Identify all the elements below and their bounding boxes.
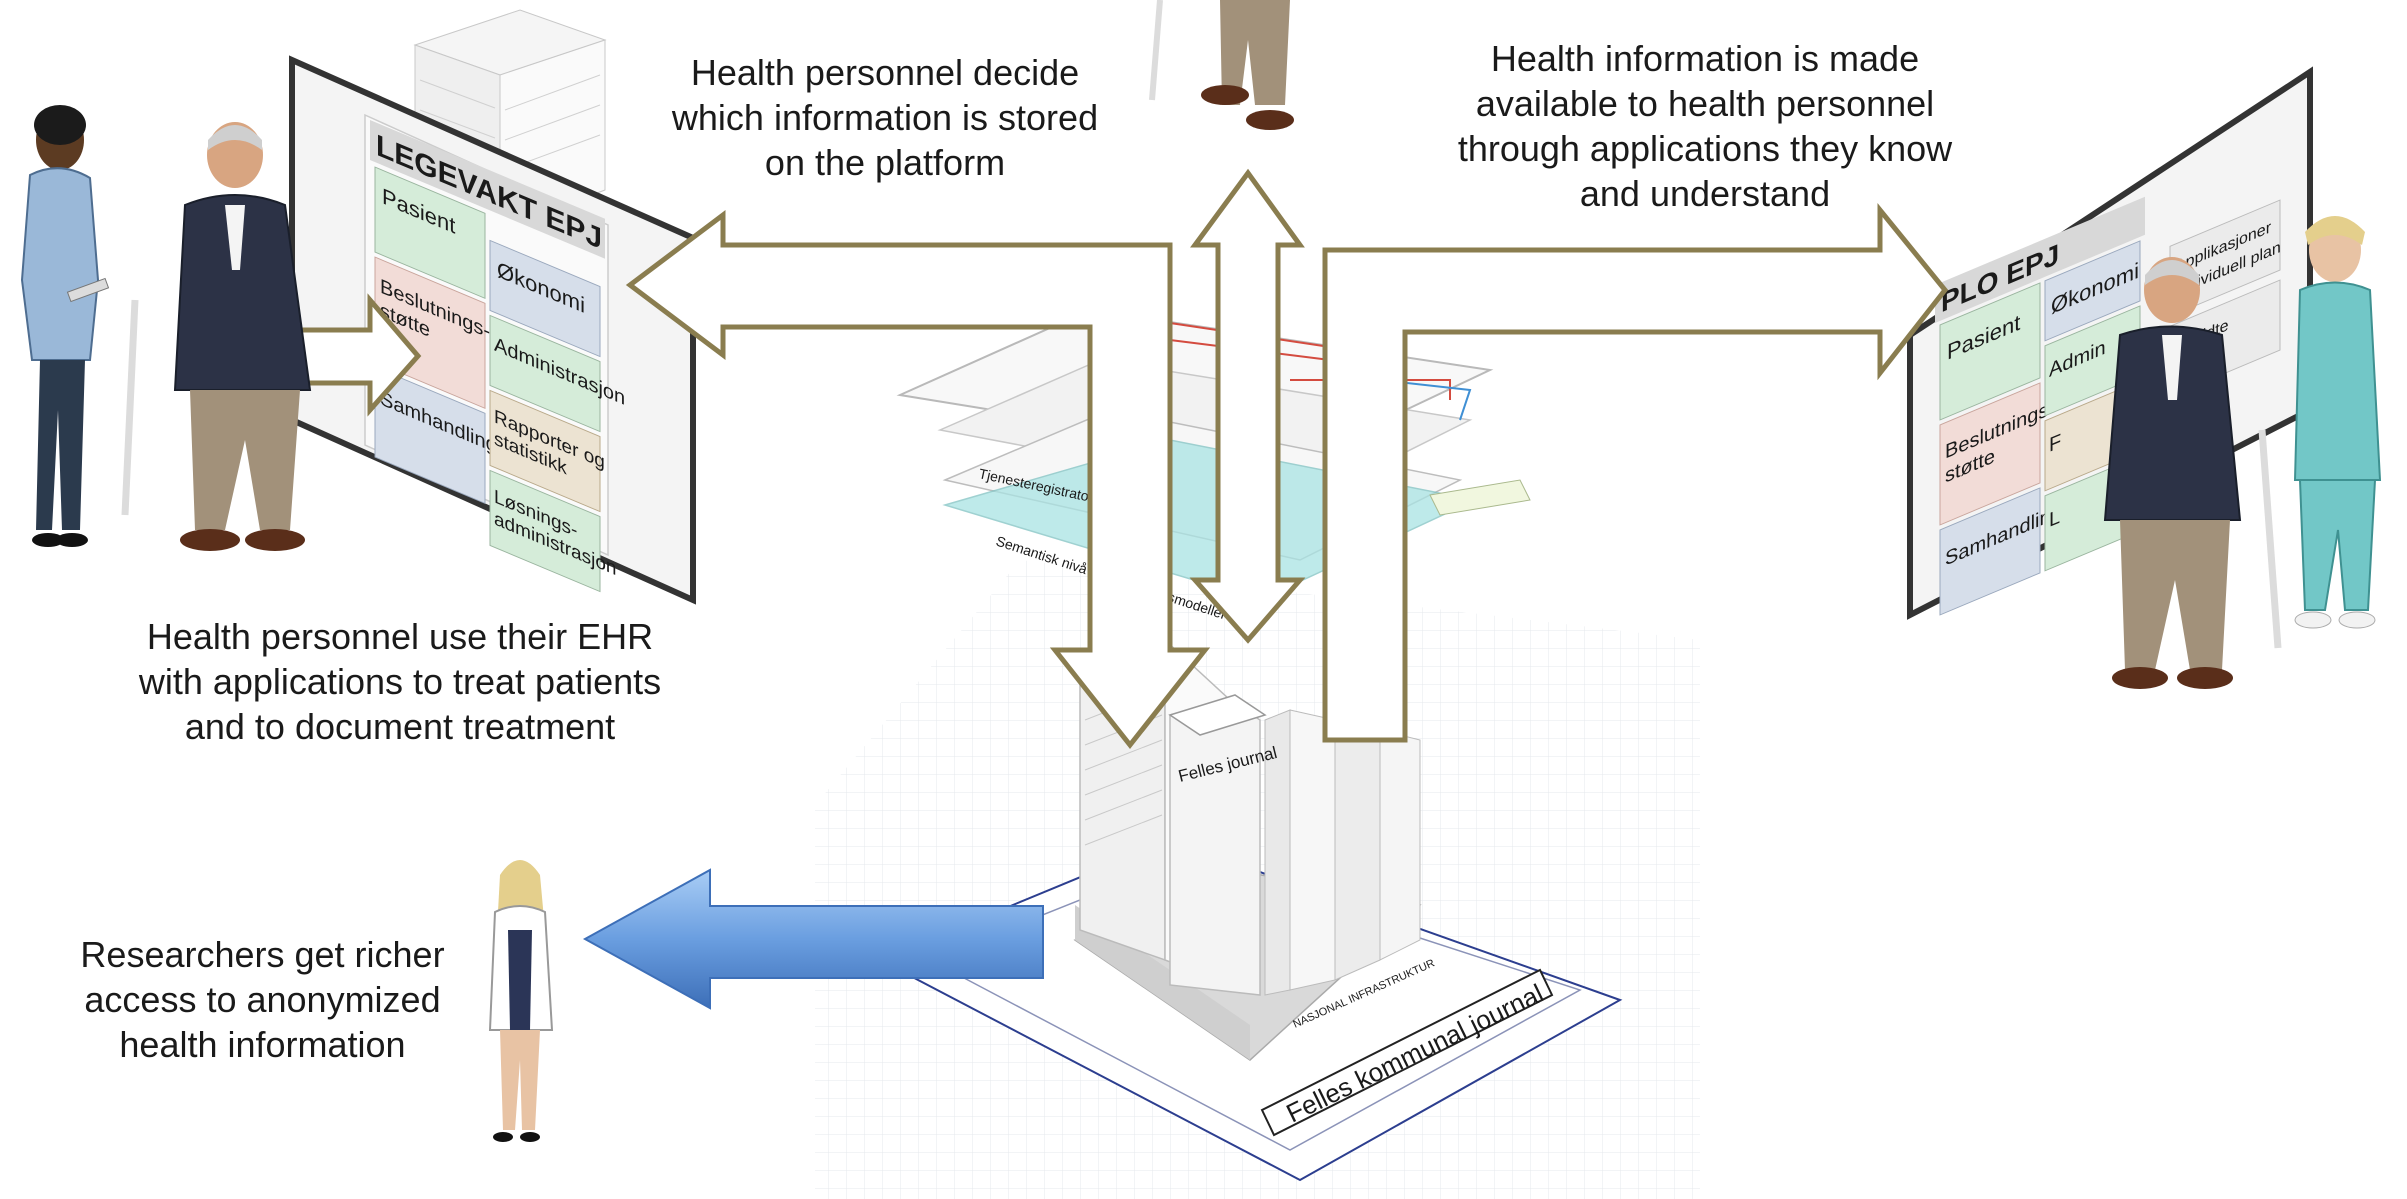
nurse-figure: [20, 105, 110, 547]
plo-epj-board: PLO EPJ Pasient Økonomi Beslutnings- stø…: [1907, 66, 2313, 620]
right-tile-f: F: [2049, 430, 2061, 457]
server-column: Felles journal NASJONAL INFRASTRUKTUR: [1073, 638, 1437, 1061]
nurse-figure-right: [2293, 216, 2382, 629]
caption-stored-line-3: on the platform: [764, 142, 1006, 183]
caption-available-line-4: and understand: [1579, 173, 1831, 214]
caption-research-line-2: access to anonymized: [84, 979, 441, 1020]
caption-stored-line-1: Health personnel decide: [690, 52, 1080, 93]
elderly-man-right: [2103, 257, 2282, 689]
caption-research-line-3: health information: [119, 1024, 406, 1065]
caption-research: Researchers get richer access to anonymi…: [60, 932, 465, 1067]
caption-ehr-line-3: and to document treatment: [184, 706, 616, 747]
available-arrow: [1322, 202, 1949, 743]
legevakt-epj-board: LEGEVAKT EPJ Pasient Økonomi Beslutnings…: [289, 55, 696, 605]
top-figure-legs: [1149, 0, 1294, 130]
researcher-figure: [488, 860, 554, 1142]
caption-available-line-3: through applications they know: [1457, 128, 1953, 169]
research-arrow: [582, 868, 1044, 1010]
store-arrow: [625, 209, 1211, 750]
elderly-man-left: [121, 122, 312, 551]
caption-available-line-2: available to health personnel: [1475, 83, 1935, 124]
caption-available: Health information is made available to …: [1445, 36, 1965, 216]
central-double-arrow: [1189, 168, 1306, 644]
caption-available-line-1: Health information is made: [1490, 38, 1920, 79]
caption-research-line-1: Researchers get richer: [80, 934, 445, 975]
platform-layers: Tjenesteregistrator Semantisk nivå - Inf…: [896, 308, 1531, 622]
caption-stored-line-2: which information is stored: [671, 97, 1099, 138]
right-tile-l: L: [2049, 505, 2060, 532]
caption-ehr-line-2: with applications to treat patients: [138, 661, 662, 702]
caption-ehr-line-1: Health personnel use their EHR: [146, 616, 654, 657]
caption-ehr: Health personnel use their EHR with appl…: [120, 614, 680, 749]
caption-stored: Health personnel decide which informatio…: [660, 50, 1110, 185]
